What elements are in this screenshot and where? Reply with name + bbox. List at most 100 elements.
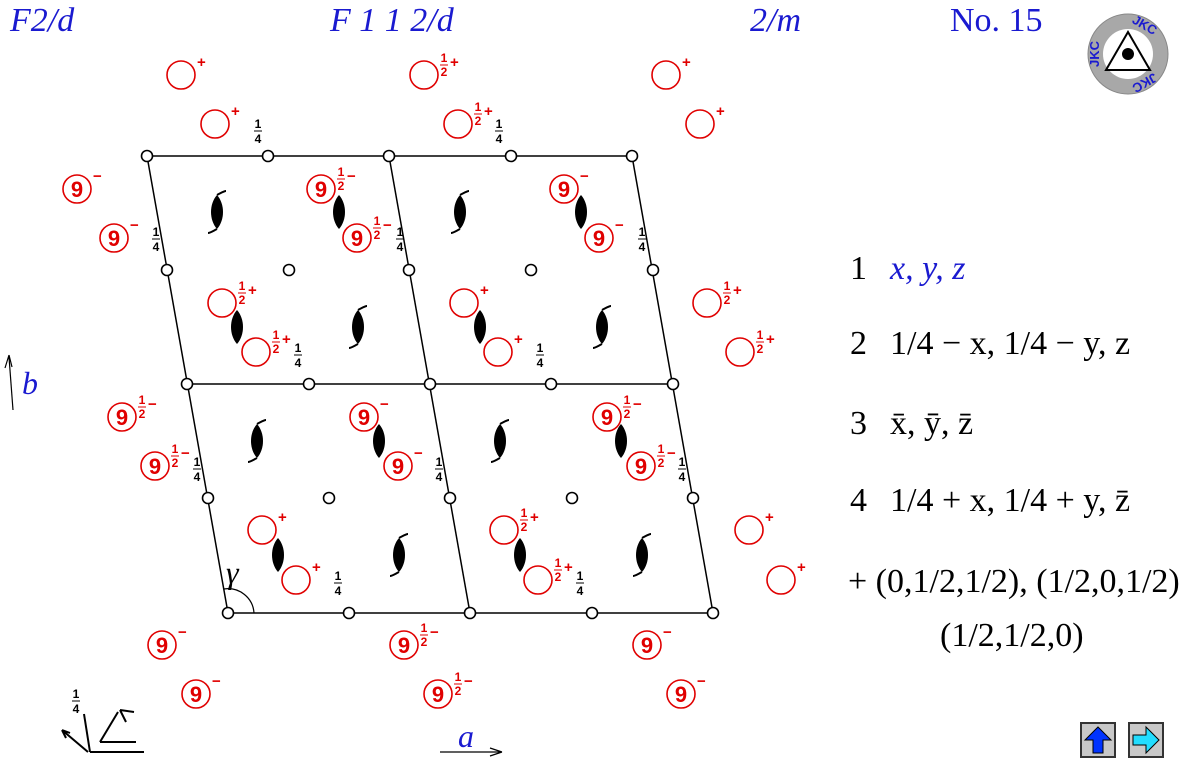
position-circle-minus [423,679,453,709]
inversion-centres [140,149,720,620]
gamma-arc [223,588,255,614]
svg-text:4: 4 [194,470,201,484]
svg-text:4: 4 [436,470,443,484]
space-group-number: No. 15 [950,2,1043,39]
plus-sign: + [197,54,206,71]
enantiomorph-glyph: 9 [635,454,647,479]
half-fraction-denominator: 2 [555,570,562,584]
plus-sign: + [797,559,806,576]
svg-text:4: 4 [295,356,302,370]
half-fraction-denominator: 2 [521,520,528,534]
plus-sign: + [766,331,775,348]
half-fraction-label: 1 [455,670,462,684]
enantiomorph-glyph: 9 [675,682,687,707]
half-fraction-denominator: 2 [624,407,631,421]
half-fraction-denominator: 2 [374,228,381,242]
position-circle-minus [666,679,696,709]
minus-sign: − [181,445,190,462]
height-labels: 14 14 14 14 14 14 14 14 14 14 14 14 [152,117,686,598]
half-fraction-label: 1 [172,442,179,456]
position-circle-plus [409,60,439,90]
half-fraction-label: 1 [475,100,482,114]
svg-text:4: 4 [153,240,160,254]
plus-sign: + [282,331,291,348]
position-circle-plus [725,337,755,367]
enantiomorph-glyph: 9 [71,177,83,202]
minus-sign: − [633,396,642,413]
half-fraction-denominator: 2 [441,65,448,79]
position-circle-plus [523,565,553,595]
position-circle-minus [62,174,92,204]
half-fraction-denominator: 2 [475,114,482,128]
minus-sign: − [178,624,187,641]
half-fraction-label: 1 [441,51,448,65]
centering-vectors-cont: (1/2,1/2,0) [940,617,1084,654]
enantiomorph-glyph: 9 [593,226,605,251]
enantiomorph-glyph: 9 [156,633,168,658]
svg-text:1: 1 [295,341,302,355]
position-circle-plus [207,288,237,318]
minus-sign: − [663,624,672,641]
half-fraction-label: 1 [421,621,428,635]
up-arrow-icon [1083,726,1113,754]
plus-sign: + [733,282,742,299]
minus-sign: − [383,217,392,234]
svg-text:4: 4 [537,356,544,370]
svg-text:1: 1 [397,225,404,239]
half-fraction-label: 1 [139,393,146,407]
half-fraction-label: 1 [374,214,381,228]
plus-sign: + [564,559,573,576]
enantiomorph-glyph: 9 [392,454,404,479]
half-fraction-label: 1 [757,328,764,342]
minus-sign: − [667,445,676,462]
svg-text:4: 4 [496,132,503,146]
nav-up-button[interactable] [1080,722,1116,758]
position-circle-plus [651,60,681,90]
position-circle-minus [342,223,372,253]
minus-sign: − [347,168,356,185]
position-circle-minus [181,679,211,709]
position-circle-minus [626,451,656,481]
position-circle-minus [306,174,336,204]
plus-sign: + [530,509,539,526]
svg-text:a: a [458,718,474,754]
nav-next-button[interactable] [1128,722,1164,758]
half-fraction-label: 1 [724,279,731,293]
glide-plane-legend-icon [61,709,144,753]
svg-text:4: 4 [397,240,404,254]
plus-sign: + [716,103,725,120]
half-fraction-label: 1 [624,393,631,407]
position-circle-plus [489,515,519,545]
minus-sign: − [380,396,389,413]
svg-text:4: 4 [639,240,646,254]
half-fraction-label: 1 [521,506,528,520]
half-fraction-label: 1 [338,165,345,179]
minus-sign: − [580,168,589,185]
enantiomorph-glyph: 9 [149,454,161,479]
half-fraction-denominator: 2 [455,684,462,698]
position-circle-plus [685,109,715,139]
plus-sign: + [248,282,257,299]
position-circle-plus [241,337,271,367]
enantiomorph-glyph: 9 [315,177,327,202]
svg-text:1: 1 [73,687,80,701]
svg-text:1: 1 [436,455,443,469]
plus-sign: + [682,54,691,71]
position-circle-minus [383,451,413,481]
symmetry-diagram: γ 14 14 14 14 14 14 14 14 14 14 14 14 +1… [4,51,806,757]
position-circle-minus [389,630,419,660]
position-circle-plus [449,288,479,318]
svg-text:4: 4 [679,470,686,484]
position-circle-minus [107,402,137,432]
plus-sign: + [231,103,240,120]
minus-sign: − [464,673,473,690]
enantiomorph-glyph: 9 [398,633,410,658]
enantiomorph-glyph: 9 [601,405,613,430]
plus-sign: + [278,509,287,526]
svg-text:1: 1 [255,117,262,131]
svg-text:4: 4 [255,132,262,146]
